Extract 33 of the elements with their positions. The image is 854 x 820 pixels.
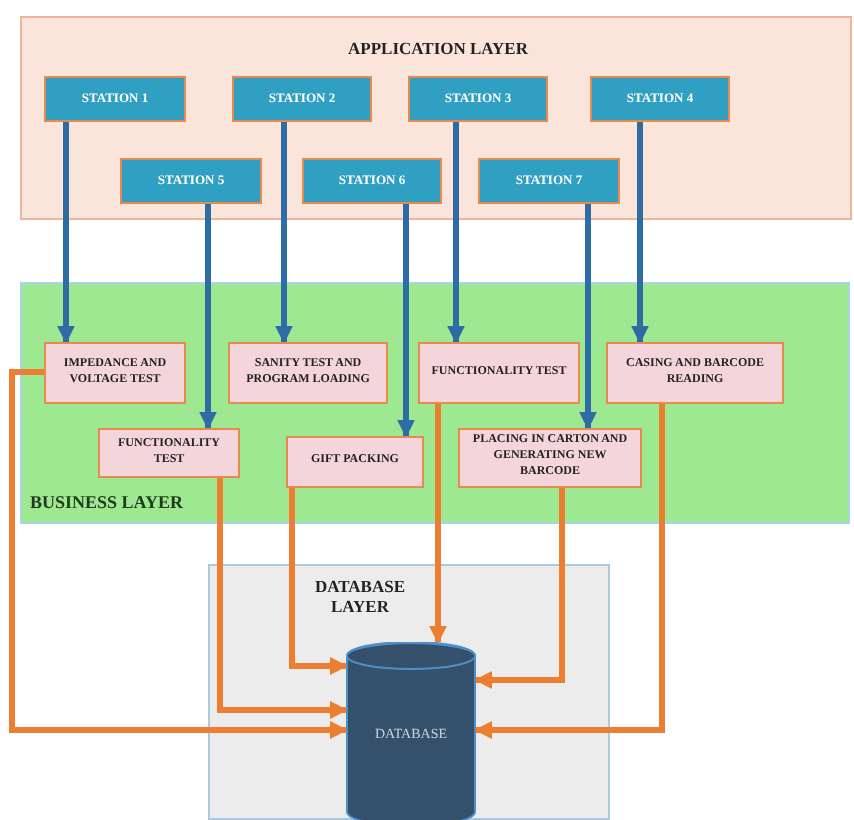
arrow bbox=[57, 122, 75, 344]
layer-panel bbox=[20, 16, 852, 220]
station-box bbox=[232, 76, 372, 122]
arrow bbox=[9, 369, 348, 739]
arrow bbox=[397, 204, 415, 438]
arrow bbox=[199, 204, 217, 430]
station-box bbox=[590, 76, 730, 122]
arrow bbox=[631, 122, 649, 344]
process-box bbox=[458, 428, 642, 488]
station-box bbox=[120, 158, 262, 204]
arrow bbox=[474, 404, 665, 739]
process-box bbox=[228, 342, 388, 404]
layer-panel bbox=[20, 282, 850, 524]
process-box bbox=[418, 342, 580, 404]
layer-panel bbox=[208, 564, 610, 820]
station-box bbox=[478, 158, 620, 204]
layer-title: DATABASE LAYER bbox=[312, 576, 408, 616]
arrow bbox=[474, 488, 565, 689]
process-box bbox=[44, 342, 186, 404]
layer-title: APPLICATION LAYER bbox=[346, 38, 530, 58]
layer-title: BUSINESS LAYER bbox=[30, 492, 185, 512]
station-box bbox=[302, 158, 442, 204]
process-box bbox=[98, 428, 240, 478]
arrow bbox=[447, 122, 465, 344]
arrow bbox=[217, 478, 348, 719]
station-box bbox=[408, 76, 548, 122]
arrow bbox=[275, 122, 293, 344]
process-box bbox=[286, 436, 424, 488]
arrow bbox=[579, 204, 597, 430]
arrow bbox=[429, 404, 447, 644]
arrow bbox=[289, 488, 348, 675]
station-box bbox=[44, 76, 186, 122]
process-box bbox=[606, 342, 784, 404]
